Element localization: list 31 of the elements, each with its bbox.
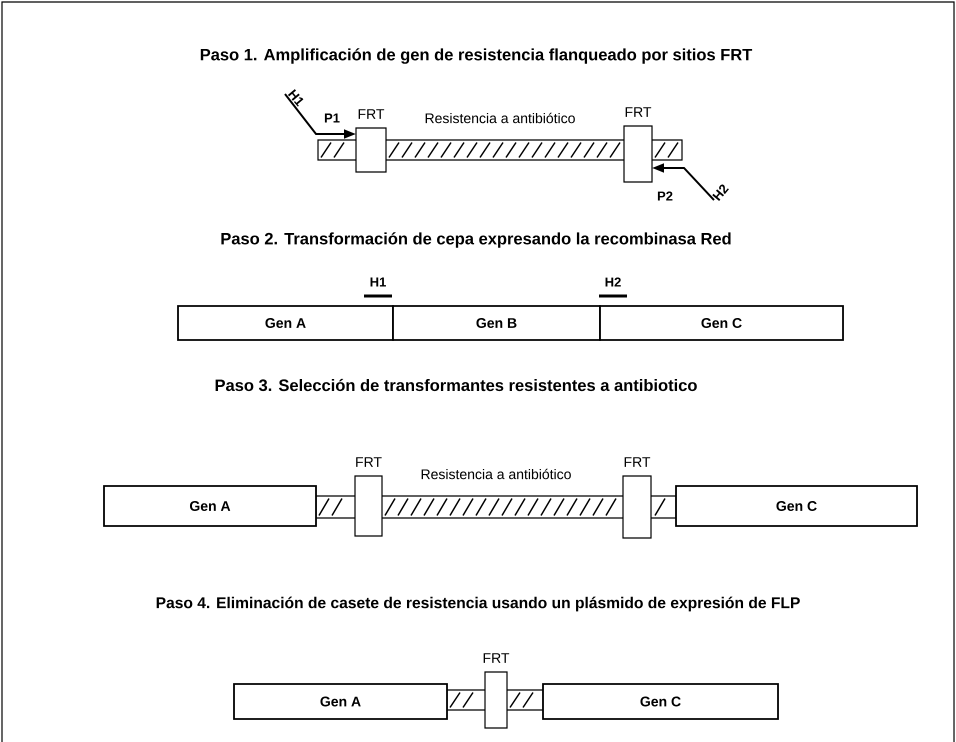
frt-label: FRT — [484, 653, 510, 663]
primer-label: H1 — [288, 89, 304, 107]
gene-box: Gen A — [103, 485, 317, 527]
step-heading: Paso 4. Eliminación de casete de resistencia usando un plásmido de expresión de FLP — [156, 596, 800, 612]
hatched-bar — [315, 495, 677, 519]
step-heading: Paso 2. Transformación de cepa expresando la recombinasa Red — [221, 232, 731, 248]
frt-box — [622, 475, 652, 539]
bar-label: Resistencia a antibiótico — [426, 112, 575, 124]
step-heading: Paso 1. Amplificación de gen de resistencia flanqueado por sitios FRT — [200, 48, 752, 64]
frt-box — [623, 125, 653, 183]
frt-box — [355, 127, 387, 173]
gene-box: Gen A — [233, 683, 448, 720]
frt-label: FRT — [358, 109, 384, 119]
gene-box: Gen C — [599, 305, 844, 341]
gene-box: Gen C — [542, 683, 779, 720]
frt-label: FRT — [626, 107, 652, 117]
frt-box — [484, 671, 508, 729]
step-heading: Paso 3. Selección de transformantes resistentes a antibiotico — [216, 378, 697, 392]
gene-box: Gen A — [177, 305, 394, 341]
homology-label: H1 — [370, 278, 386, 286]
primer-label: P1 — [324, 114, 340, 122]
frt-label: FRT — [356, 457, 382, 467]
homology-label: H2 — [606, 277, 621, 287]
frt-box — [354, 475, 383, 537]
gene-box: Gen B — [392, 305, 601, 341]
primer-label: H2 — [712, 184, 729, 201]
frt-label: FRT — [624, 457, 650, 467]
primer-label: P2 — [658, 191, 672, 201]
bar-label: Resistencia a antibiótico — [422, 468, 571, 480]
hatched-bar — [317, 139, 683, 161]
gene-box: Gen C — [675, 485, 918, 527]
